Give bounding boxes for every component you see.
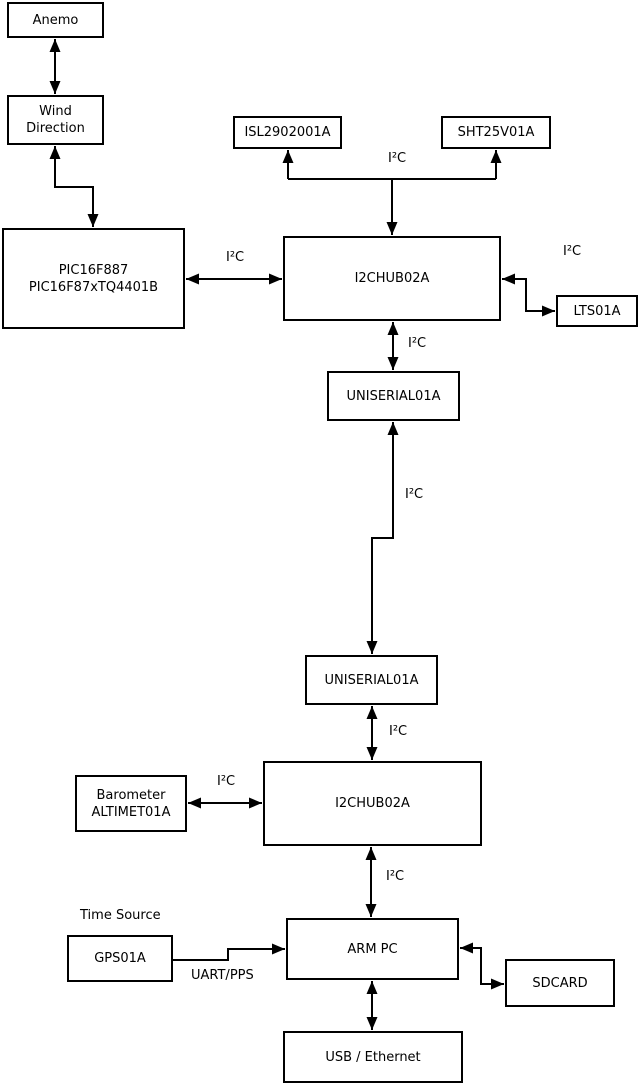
- arrowhead-icon: [49, 39, 61, 52]
- node-sdcard: SDCARD: [505, 959, 615, 1007]
- label-i2c-hub-uniserial: I²C: [408, 336, 427, 351]
- arrowhead-icon: [366, 706, 378, 719]
- node-usb-ethernet: USB / Ethernet: [283, 1031, 463, 1083]
- arrowhead-icon: [186, 273, 199, 285]
- label-i2c-uniserial2-hub2: I²C: [389, 724, 408, 739]
- arrowhead-icon: [365, 847, 377, 860]
- node-gps: GPS01A: [67, 935, 173, 982]
- arrowhead-icon: [366, 747, 378, 760]
- arrowhead-icon: [365, 904, 377, 917]
- arrowhead-icon: [366, 641, 378, 654]
- edge-armpc-sdcard: [460, 947, 504, 985]
- node-anemo: Anemo: [7, 2, 104, 38]
- arrowhead-icon: [282, 150, 294, 163]
- node-uniserial-1: UNISERIAL01A: [327, 371, 460, 421]
- node-isl: ISL2902001A: [233, 116, 342, 149]
- arrowhead-icon: [490, 150, 502, 163]
- arrowhead-icon: [366, 1017, 378, 1030]
- arrowhead-icon: [542, 305, 555, 317]
- arrowhead-icon: [387, 357, 399, 370]
- node-i2chub-1: I2CHUB02A: [283, 236, 501, 321]
- node-uniserial-2: UNISERIAL01A: [305, 655, 438, 705]
- node-lts: LTS01A: [556, 295, 638, 327]
- node-arm-pc: ARM PC: [286, 918, 459, 980]
- arrowhead-icon: [249, 797, 262, 809]
- arrowhead-icon: [49, 146, 61, 159]
- edge-gps-armpc: [173, 948, 285, 961]
- arrowhead-icon: [491, 978, 504, 990]
- label-i2c-lts: I²C: [563, 244, 582, 259]
- arrowhead-icon: [87, 214, 99, 227]
- label-i2c-pic-hub: I²C: [226, 250, 245, 265]
- label-i2c-barometer: I²C: [217, 774, 236, 789]
- node-i2chub-2: I2CHUB02A: [263, 761, 482, 846]
- node-pic: PIC16F887 PIC16F87xTQ4401B: [2, 228, 185, 329]
- edge-uniserial1-uniserial2: [371, 422, 394, 654]
- arrowhead-icon: [386, 222, 398, 235]
- arrowhead-icon: [387, 322, 399, 335]
- arrowhead-icon: [49, 81, 61, 94]
- label-i2c-hub2-armpc: I²C: [386, 869, 405, 884]
- label-i2c-long-link: I²C: [405, 487, 424, 502]
- arrowhead-icon: [460, 942, 473, 954]
- edge-i2chub1-lts: [502, 278, 555, 312]
- arrowhead-icon: [269, 273, 282, 285]
- edge-wind-pic: [54, 146, 94, 227]
- arrowhead-icon: [188, 797, 201, 809]
- arrowhead-icon: [366, 981, 378, 994]
- arrowhead-icon: [502, 273, 515, 285]
- label-time-source: Time Source: [80, 908, 161, 923]
- node-wind-direction: Wind Direction: [7, 95, 104, 145]
- label-uart-pps: UART/PPS: [191, 968, 254, 983]
- node-barometer: Barometer ALTIMET01A: [75, 775, 187, 832]
- arrowhead-icon: [272, 943, 285, 955]
- arrowhead-icon: [387, 422, 399, 435]
- label-i2c-bus: I²C: [388, 151, 407, 166]
- node-sht: SHT25V01A: [441, 116, 551, 149]
